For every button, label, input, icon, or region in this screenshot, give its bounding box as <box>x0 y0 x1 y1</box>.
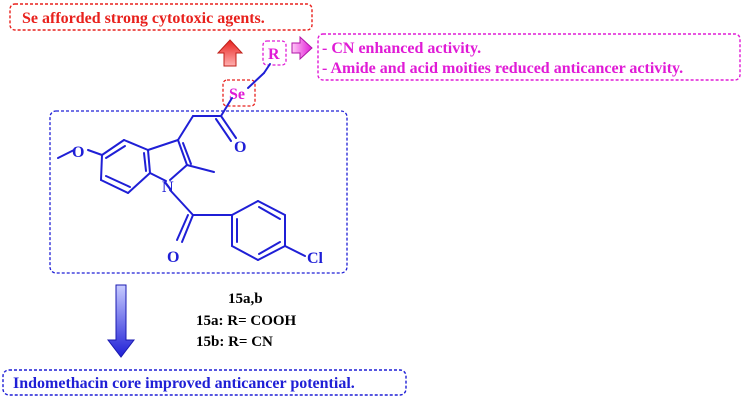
r-group-box <box>262 40 287 66</box>
chlorine-label: Cl <box>307 250 324 267</box>
indole-nitrogen-label: N <box>162 179 174 196</box>
indomethacin-core-box <box>49 110 348 274</box>
substituent-note-line2: - Amide and acid moities reduced antican… <box>322 60 683 77</box>
core-note-text: Indomethacin core improved anticancer po… <box>13 375 355 392</box>
selenium-note-box <box>9 3 313 31</box>
amide-oxygen-label: O <box>167 249 179 266</box>
selenium-atom-box <box>222 79 256 107</box>
compound-labels: 15a,b 15a: R= COOH 15b: R= CN <box>196 291 297 350</box>
compound-number-label: 15a,b <box>228 291 263 307</box>
selenium-note: Se afforded strong cytotoxic agents. <box>9 3 313 31</box>
carbonyl-oxygen-label: O <box>234 139 246 156</box>
substituent-note-line1: - CN enhanced activity. <box>322 40 481 57</box>
substituent-note-box <box>317 33 741 81</box>
molecule-structure <box>57 63 306 261</box>
compound-15b-label: 15b: R= CN <box>196 334 273 350</box>
core-note-box <box>2 369 407 396</box>
substituent-note: - CN enhanced activity. - Amide and acid… <box>317 33 741 81</box>
methoxy-oxygen-label: O <box>72 144 84 161</box>
compound-15a-label: 15a: R= COOH <box>196 313 297 329</box>
down-arrow-icon <box>106 284 136 358</box>
atom-labels: O O N O Cl <box>72 139 324 267</box>
right-arrow-icon <box>291 35 313 61</box>
r-group-label: R <box>268 46 280 63</box>
selenium-note-text: Se afforded strong cytotoxic agents. <box>22 10 265 27</box>
up-arrow-icon <box>216 39 244 67</box>
selenium-atom-label: Se <box>229 86 245 103</box>
core-note: Indomethacin core improved anticancer po… <box>2 369 407 396</box>
